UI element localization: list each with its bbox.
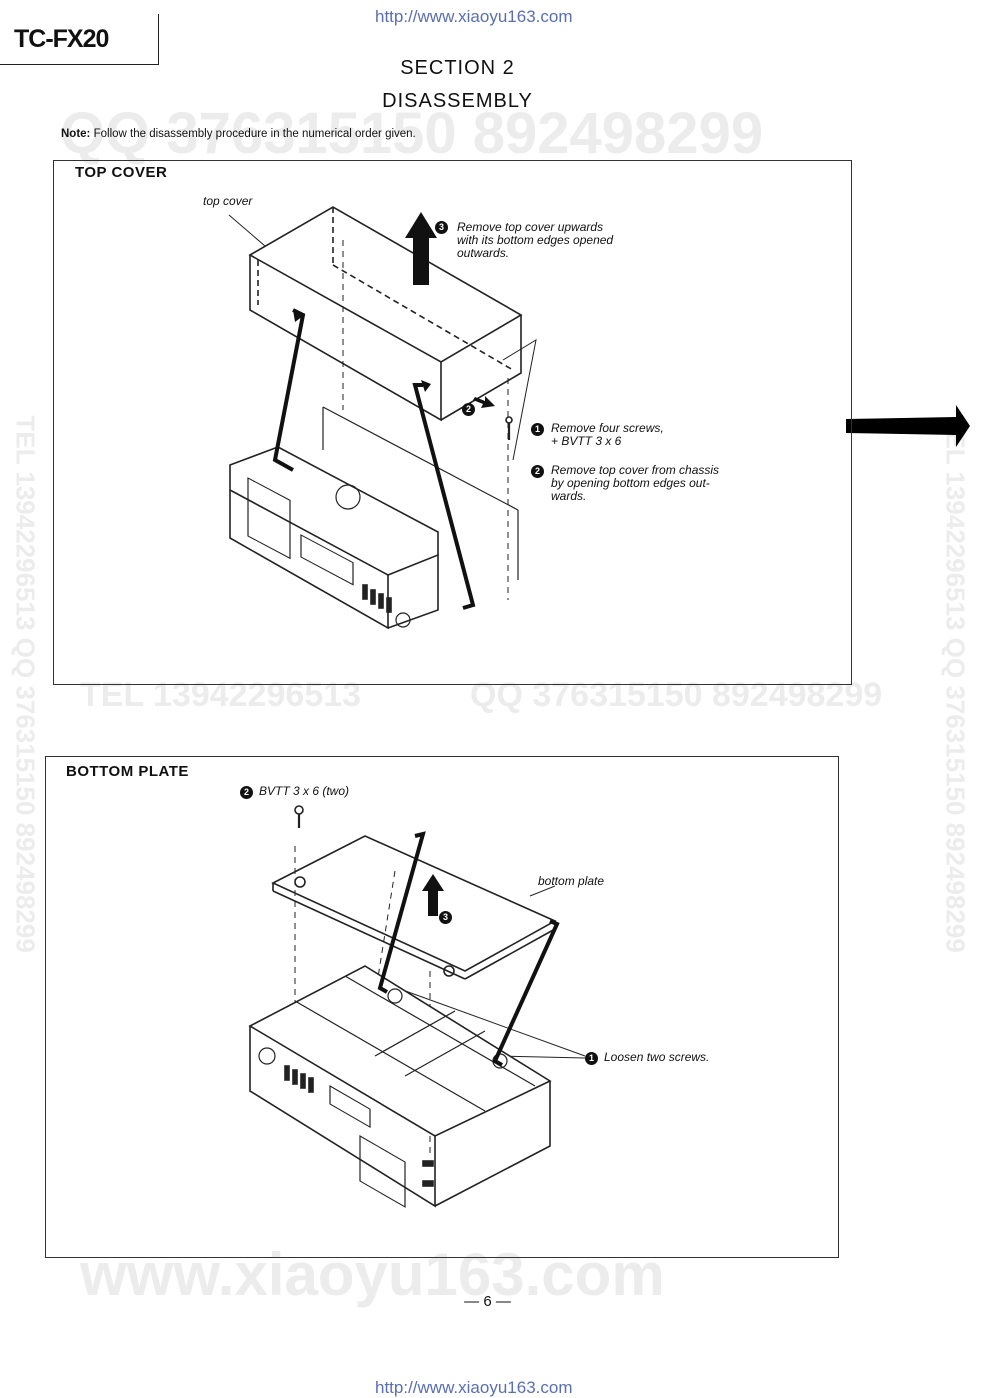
step-3-line-2: with its bottom edges opened <box>457 233 614 247</box>
bottom-plate-illustration <box>248 805 586 1208</box>
step-1-line-2: + BVTT 3 x 6 <box>551 434 622 448</box>
model-frame <box>0 14 159 65</box>
bottom-plate-step-1: 1 Loosen two screws. <box>585 1051 709 1065</box>
source-url-top[interactable]: http://www.xiaoyu163.com <box>375 7 573 26</box>
bottom-screw-text: BVTT 3 x 6 (two) <box>259 784 350 798</box>
top-cover-title: TOP COVER <box>75 164 168 181</box>
watermark-url-bottom: www.xiaoyu163.com <box>80 1241 665 1308</box>
watermark-right-vertical: TEL 13942296513 QQ 376315150 892498299 <box>940 415 971 953</box>
step-3-number-icon: 3 <box>435 221 448 234</box>
step-2-line-2: by opening bottom edges out- <box>551 476 710 490</box>
step-3-line-3: outwards. <box>457 246 510 260</box>
model-number: TC-FX20 <box>14 25 109 53</box>
note-text: Follow the disassembly procedure in the … <box>93 128 416 140</box>
watermark-qq-middle: QQ 376315150 892498299 <box>470 676 883 714</box>
note-label: Note: <box>61 128 91 140</box>
bottom-step-3-number-icon: 3 <box>439 911 452 924</box>
top-cover-illustration <box>228 206 537 630</box>
bottom-plate-part-label: bottom plate <box>538 874 605 888</box>
step-2-line-1: Remove top cover from chassis <box>551 463 720 477</box>
section-number: SECTION 2 <box>400 57 515 79</box>
page-number: — 6 — <box>464 1293 511 1310</box>
step-2-line-3: wards. <box>551 489 587 503</box>
top-cover-part-label: top cover <box>203 194 253 208</box>
page-edge-arrow-icon <box>846 405 970 447</box>
step-1-line-1: Remove four screws, <box>551 421 664 435</box>
bottom-step-1-number-icon: 1 <box>585 1052 598 1065</box>
step-3-line-1: Remove top cover upwards <box>457 220 604 234</box>
bottom-plate-title: BOTTOM PLATE <box>66 763 189 780</box>
bottom-plate-screw-label: 2 BVTT 3 x 6 (two) <box>240 785 349 799</box>
watermark-qq-top: QQ 376315150 892498299 <box>60 101 764 166</box>
section-title: DISASSEMBLY <box>382 90 533 112</box>
watermark-tel-middle: TEL 13942296513 <box>80 676 362 714</box>
watermark-left-vertical: TEL 13942296513 QQ 376315150 892498299 <box>10 415 41 953</box>
bottom-step-1-text: Loosen two screws. <box>604 1050 710 1064</box>
note: Note: Follow the disassembly procedure i… <box>61 128 416 140</box>
top-cover-step-1: 1 Remove four screws, + BVTT 3 x 6 <box>531 422 664 448</box>
top-cover-step-2: 2 Remove top cover from chassis by openi… <box>531 464 719 503</box>
bottom-step-2-number-icon: 2 <box>240 786 253 799</box>
top-cover-panel <box>53 160 852 685</box>
step-2-number-icon: 2 <box>531 465 544 478</box>
source-url-bottom[interactable]: http://www.xiaoyu163.com <box>375 1378 573 1397</box>
step-1-number-icon: 1 <box>531 423 544 436</box>
bottom-plate-panel <box>45 756 839 1258</box>
top-cover-step-3: 3 Remove top cover upwards with its bott… <box>435 220 614 260</box>
step-2-marker-icon: 2 <box>462 403 475 416</box>
